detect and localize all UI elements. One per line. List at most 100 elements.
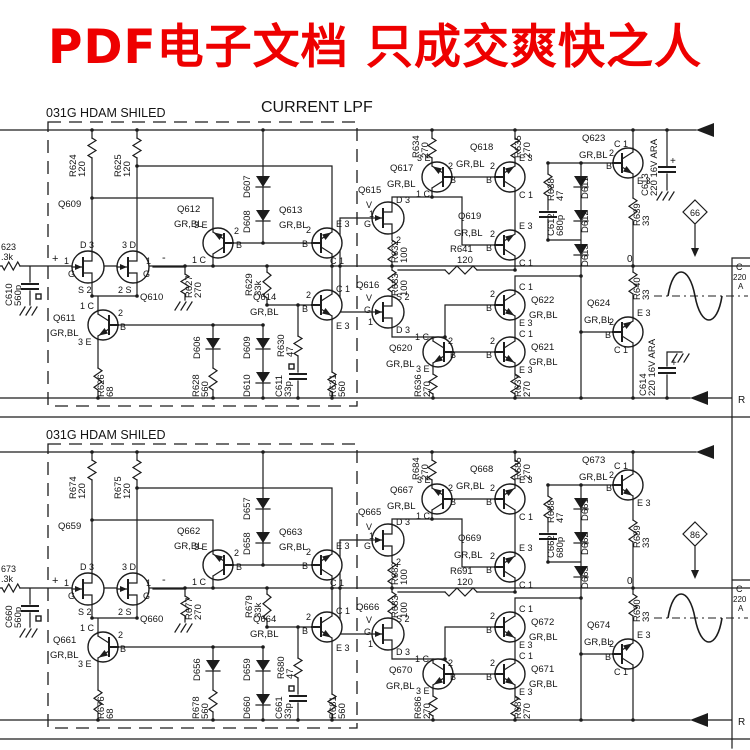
r635-label: R685270 <box>513 457 533 480</box>
q613-bjt <box>311 227 343 259</box>
p611c-label: 1 C <box>80 301 95 311</box>
p616d-label: D 3 <box>396 325 410 335</box>
r638-label: R63847 <box>546 178 566 201</box>
c610-label: C610560p <box>4 283 24 306</box>
p622e-label: E 3 <box>519 640 533 650</box>
p619e-label: E 3 <box>519 221 533 231</box>
rail-arrow-icon <box>696 123 714 137</box>
er-label: R <box>738 395 745 406</box>
r630-label: R68047 <box>276 656 296 679</box>
p621b2-label: 2 <box>490 336 495 346</box>
p611e-label: 3 E <box>78 659 92 669</box>
q618-label: Q668 <box>470 464 493 475</box>
p620b2-label: 2 <box>448 336 453 346</box>
q622-label: Q622 <box>531 295 554 306</box>
d612-label: D612 <box>580 210 591 233</box>
d610-label: D610 <box>242 374 253 397</box>
r624-res <box>86 459 98 481</box>
p610n-label: 1 <box>146 578 151 588</box>
p624b2-label: 2 <box>609 317 614 327</box>
r634-res <box>426 137 438 159</box>
c613p-label: + <box>670 156 676 167</box>
p610g-label: G <box>143 269 150 279</box>
q618-bjt <box>494 483 526 515</box>
q618g-label: GR,BL <box>456 481 485 492</box>
p619b-label: B <box>486 243 492 253</box>
r626-res <box>92 689 104 713</box>
q615-label: Q615 <box>358 185 381 196</box>
r641a-label: R641 <box>450 244 473 255</box>
p612c-label: 1 C <box>192 255 207 265</box>
q611g-label: GR,BL <box>50 650 79 661</box>
r624-label: R674120 <box>68 476 88 499</box>
q620-label: Q670 <box>389 665 412 676</box>
p618b-label: B <box>486 497 492 507</box>
r630-label: R63047 <box>276 334 296 357</box>
r639-res <box>627 519 639 543</box>
r626-label: R67668 <box>96 696 116 719</box>
r627-label: R627270 <box>184 275 204 298</box>
q609-label: Q609 <box>58 199 81 210</box>
p618c-label: C 1 <box>519 512 533 522</box>
q624g-label: GR,BL <box>584 637 613 648</box>
p615s-label: 2 <box>396 557 401 567</box>
p612c-label: 1 C <box>192 577 207 587</box>
minus-label: - <box>162 574 166 586</box>
gnd-r627 <box>174 623 193 633</box>
q617-label: Q617 <box>390 163 413 174</box>
p617b-label: B <box>450 175 456 185</box>
q612g-label: GR,BL <box>174 219 203 230</box>
c611-cap <box>289 373 307 380</box>
p611b2-label: 2 <box>118 630 123 640</box>
r623a-label: 623 <box>1 242 16 252</box>
r629-res <box>262 271 272 299</box>
p609g-label: G <box>68 269 75 279</box>
p613c-label: C 1 <box>330 256 344 266</box>
p616s-label: S 2 <box>396 614 410 624</box>
supply-cap-wires <box>665 128 683 400</box>
r628-res <box>207 367 219 391</box>
e220-label: 220 <box>733 595 747 604</box>
r641b-label: 120 <box>457 577 473 588</box>
q624-label: Q674 <box>587 620 610 631</box>
marker-sq2 <box>288 685 295 692</box>
q623-label: Q623 <box>582 133 605 144</box>
q621-bjt <box>494 336 526 368</box>
p619b2-label: 2 <box>490 229 495 239</box>
r631-label: R631560 <box>328 374 348 397</box>
p624c-label: C 1 <box>614 667 628 677</box>
p610n-label: 1 <box>146 256 151 266</box>
p620b-label: B <box>450 672 456 682</box>
p615g-label: G <box>364 541 371 551</box>
r640-res <box>627 593 639 617</box>
p623b-label: B <box>606 161 612 171</box>
p623c-label: C 1 <box>614 139 628 149</box>
c614-label: C614220 16V ARA <box>638 338 658 396</box>
r629-label: R67933k <box>244 595 264 618</box>
c614p-label: + <box>671 358 677 369</box>
q614-bjt <box>311 611 343 643</box>
q612g-label: GR,BL <box>174 541 203 552</box>
p612e-label: 3 E <box>194 220 208 230</box>
p618e-label: E 3 <box>519 153 533 163</box>
r631-label: R681560 <box>328 696 348 719</box>
p614e-label: E 3 <box>336 643 350 653</box>
e220-label: 220 <box>733 273 747 282</box>
p617e-label: 3 E <box>417 475 431 485</box>
p611c-label: 1 C <box>80 623 95 633</box>
q623-label: Q673 <box>582 455 605 466</box>
p618e-label: E 3 <box>519 475 533 485</box>
p612b2-label: 2 <box>234 548 239 558</box>
r625-label: R675120 <box>113 476 133 499</box>
p623e-label: E 3 <box>637 498 651 508</box>
d611-label: D661 <box>580 498 591 521</box>
p614c-label: C 1 <box>336 284 350 294</box>
p615d-label: D 3 <box>396 195 410 205</box>
c610-cap <box>21 605 39 612</box>
hdam-label: 031G HDAM SHILED <box>46 106 165 120</box>
p624c-label: C 1 <box>614 345 628 355</box>
hdam-dashed-box <box>47 121 358 407</box>
r632-res <box>386 239 398 263</box>
p617b2-label: 2 <box>448 161 453 171</box>
